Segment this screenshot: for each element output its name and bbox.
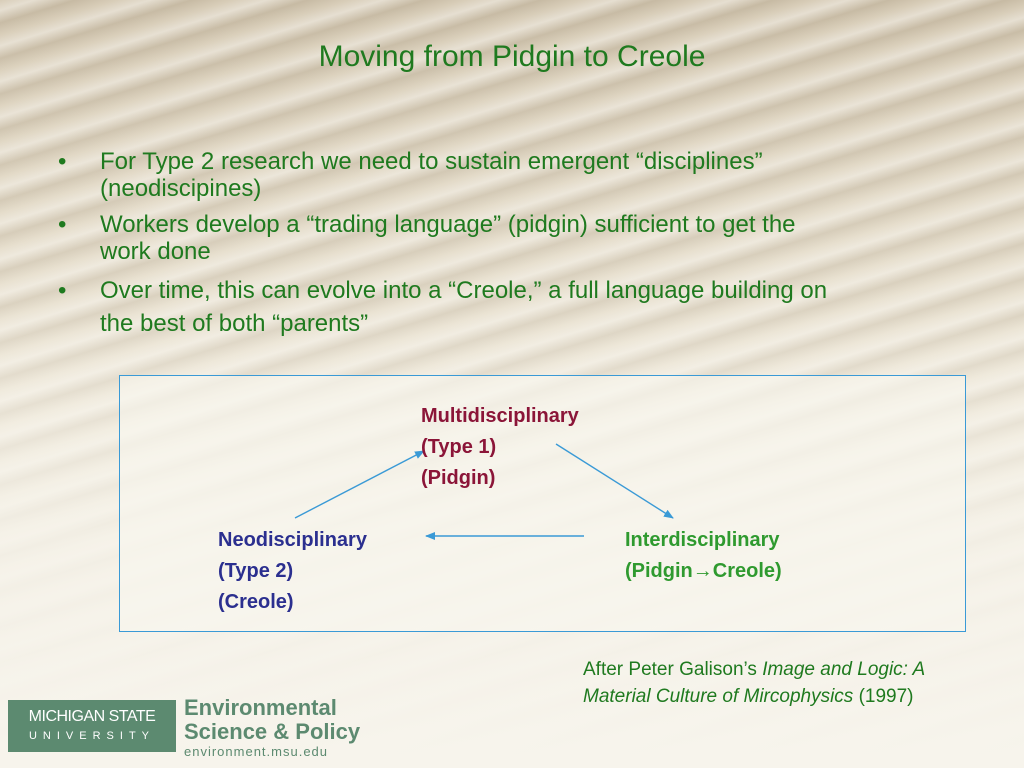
bullet-item: • Workers develop a “trading language” (… (58, 211, 978, 265)
msu-line1: MICHIGAN STATE (28, 708, 156, 725)
node-type: (Type 2) (218, 560, 294, 582)
citation-title: Image and Logic: A Material Culture of M… (583, 659, 925, 707)
node-label: Interdisciplinary (625, 529, 780, 551)
bullet-item: • Over time, this can evolve into a “Cre… (58, 274, 978, 340)
citation-year: (1997) (853, 686, 914, 707)
bullet-text-line: Over time, this can evolve into a “Creol… (100, 277, 828, 304)
bullet-dot-icon: • (58, 148, 67, 175)
node-type: (Type 1) (421, 436, 497, 458)
node-multidisciplinary: Multidisciplinary (Type 1) (Pidgin) (421, 401, 579, 494)
msu-line2: UNIVERSITY (28, 730, 155, 742)
citation-prefix: After Peter Galison’s (583, 659, 763, 680)
arrow-multi-to-inter (555, 443, 674, 519)
bullet-text-line: (neodiscipines) (100, 175, 262, 202)
arrow-neo-to-multi (294, 450, 425, 519)
node-label: Neodisciplinary (218, 529, 367, 551)
bullet-text-line: work done (100, 238, 211, 265)
bullet-dot-icon: • (58, 211, 67, 238)
esp-line1: Environmental (184, 695, 337, 720)
node-label: Multidisciplinary (421, 405, 579, 427)
slide-title: Moving from Pidgin to Creole (318, 40, 706, 73)
bullet-item: • For Type 2 research we need to sustain… (58, 148, 978, 202)
bullet-text-line: For Type 2 research we need to sustain e… (100, 148, 763, 175)
node-language: (Pidgin) (421, 467, 496, 489)
esp-website: environment.msu.edu (184, 744, 329, 759)
esp-wordmark: Environmental Science & Policy environme… (184, 696, 360, 760)
bullet-dot-icon: • (58, 277, 67, 304)
node-interdisciplinary: Interdisciplinary (Pidgin→Creole) (625, 525, 782, 587)
msu-wordmark: MICHIGAN STATE UNIVERSITY (8, 700, 176, 752)
msu-esp-logo: MICHIGAN STATE UNIVERSITY Environmental … (8, 696, 368, 762)
esp-line2: Science & Policy (184, 719, 361, 744)
bullet-list: • For Type 2 research we need to sustain… (58, 148, 978, 349)
node-language: (Creole) (218, 591, 294, 613)
bullet-text-line: the best of both “parents” (100, 310, 369, 337)
diagram-box (119, 375, 966, 632)
node-language: (Pidgin→Creole) (625, 560, 782, 582)
node-neodisciplinary: Neodisciplinary (Type 2) (Creole) (218, 525, 367, 618)
citation: After Peter Galison’s Image and Logic: A… (583, 656, 943, 710)
bullet-text-line: Workers develop a “trading language” (pi… (100, 211, 796, 238)
